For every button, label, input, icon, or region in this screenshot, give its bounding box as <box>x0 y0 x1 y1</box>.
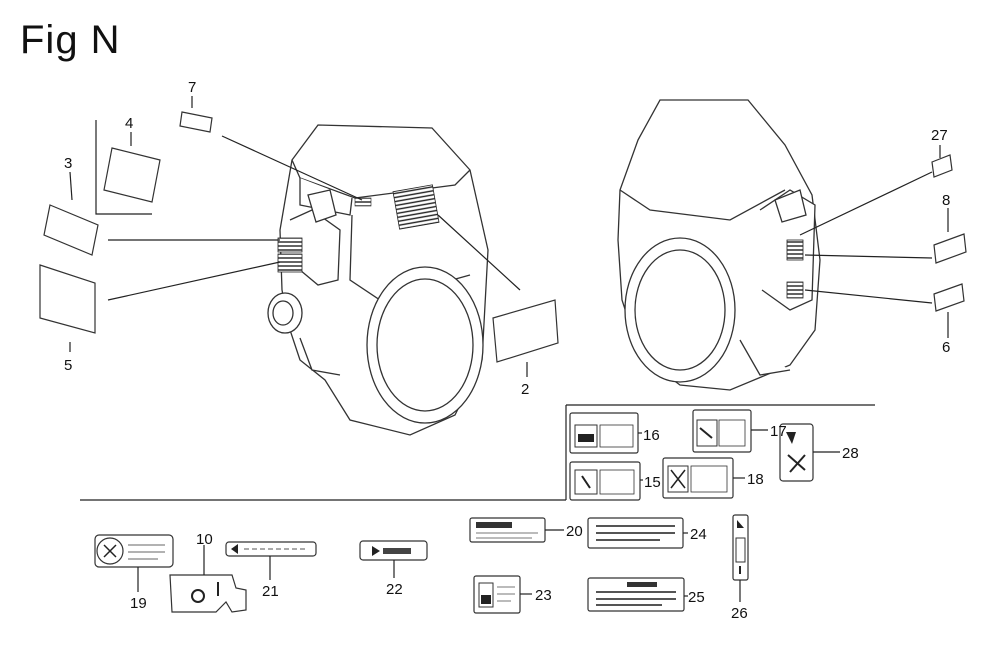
decal-5 <box>39 264 96 334</box>
callout-6: 6 <box>942 339 950 356</box>
callout-17: 17 <box>770 423 787 440</box>
decal-3 <box>43 204 99 256</box>
decal-17 <box>692 409 752 453</box>
decal-20 <box>469 517 546 543</box>
callout-7: 7 <box>188 79 196 96</box>
callout-2: 2 <box>521 381 529 398</box>
callout-27: 27 <box>931 127 948 144</box>
callout-28: 28 <box>842 445 859 462</box>
decal-23 <box>473 575 521 614</box>
decal-19 <box>94 534 174 568</box>
decal-18 <box>662 457 734 499</box>
callout-3: 3 <box>64 155 72 172</box>
decal-25 <box>587 577 685 612</box>
decal-7 <box>179 111 213 133</box>
decal-2 <box>492 299 559 363</box>
decal-26 <box>732 514 749 581</box>
callout-5: 5 <box>64 357 72 374</box>
decal-21 <box>225 541 317 557</box>
callout-15: 15 <box>644 474 661 491</box>
callout-21: 21 <box>262 583 279 600</box>
decal-16 <box>569 412 639 454</box>
figure-title: Fig N <box>20 18 121 62</box>
engine-left <box>267 124 489 436</box>
decal-15 <box>569 461 641 501</box>
callout-10: 10 <box>196 531 213 548</box>
decal-8 <box>933 233 967 264</box>
decal-22 <box>359 540 428 561</box>
callout-4: 4 <box>125 115 133 132</box>
callout-26: 26 <box>731 605 748 622</box>
decal-27 <box>931 154 953 178</box>
decal-4 <box>103 147 161 203</box>
decal-24 <box>587 517 684 549</box>
callout-16: 16 <box>643 427 660 444</box>
decal-10 <box>169 574 247 613</box>
callout-19: 19 <box>130 595 147 612</box>
callout-24: 24 <box>690 526 707 543</box>
engine-right <box>617 99 821 391</box>
decal-6 <box>933 283 965 312</box>
callout-18: 18 <box>747 471 764 488</box>
callout-20: 20 <box>566 523 583 540</box>
callout-22: 22 <box>386 581 403 598</box>
callout-23: 23 <box>535 587 552 604</box>
callout-8: 8 <box>942 192 950 209</box>
callout-25: 25 <box>688 589 705 606</box>
